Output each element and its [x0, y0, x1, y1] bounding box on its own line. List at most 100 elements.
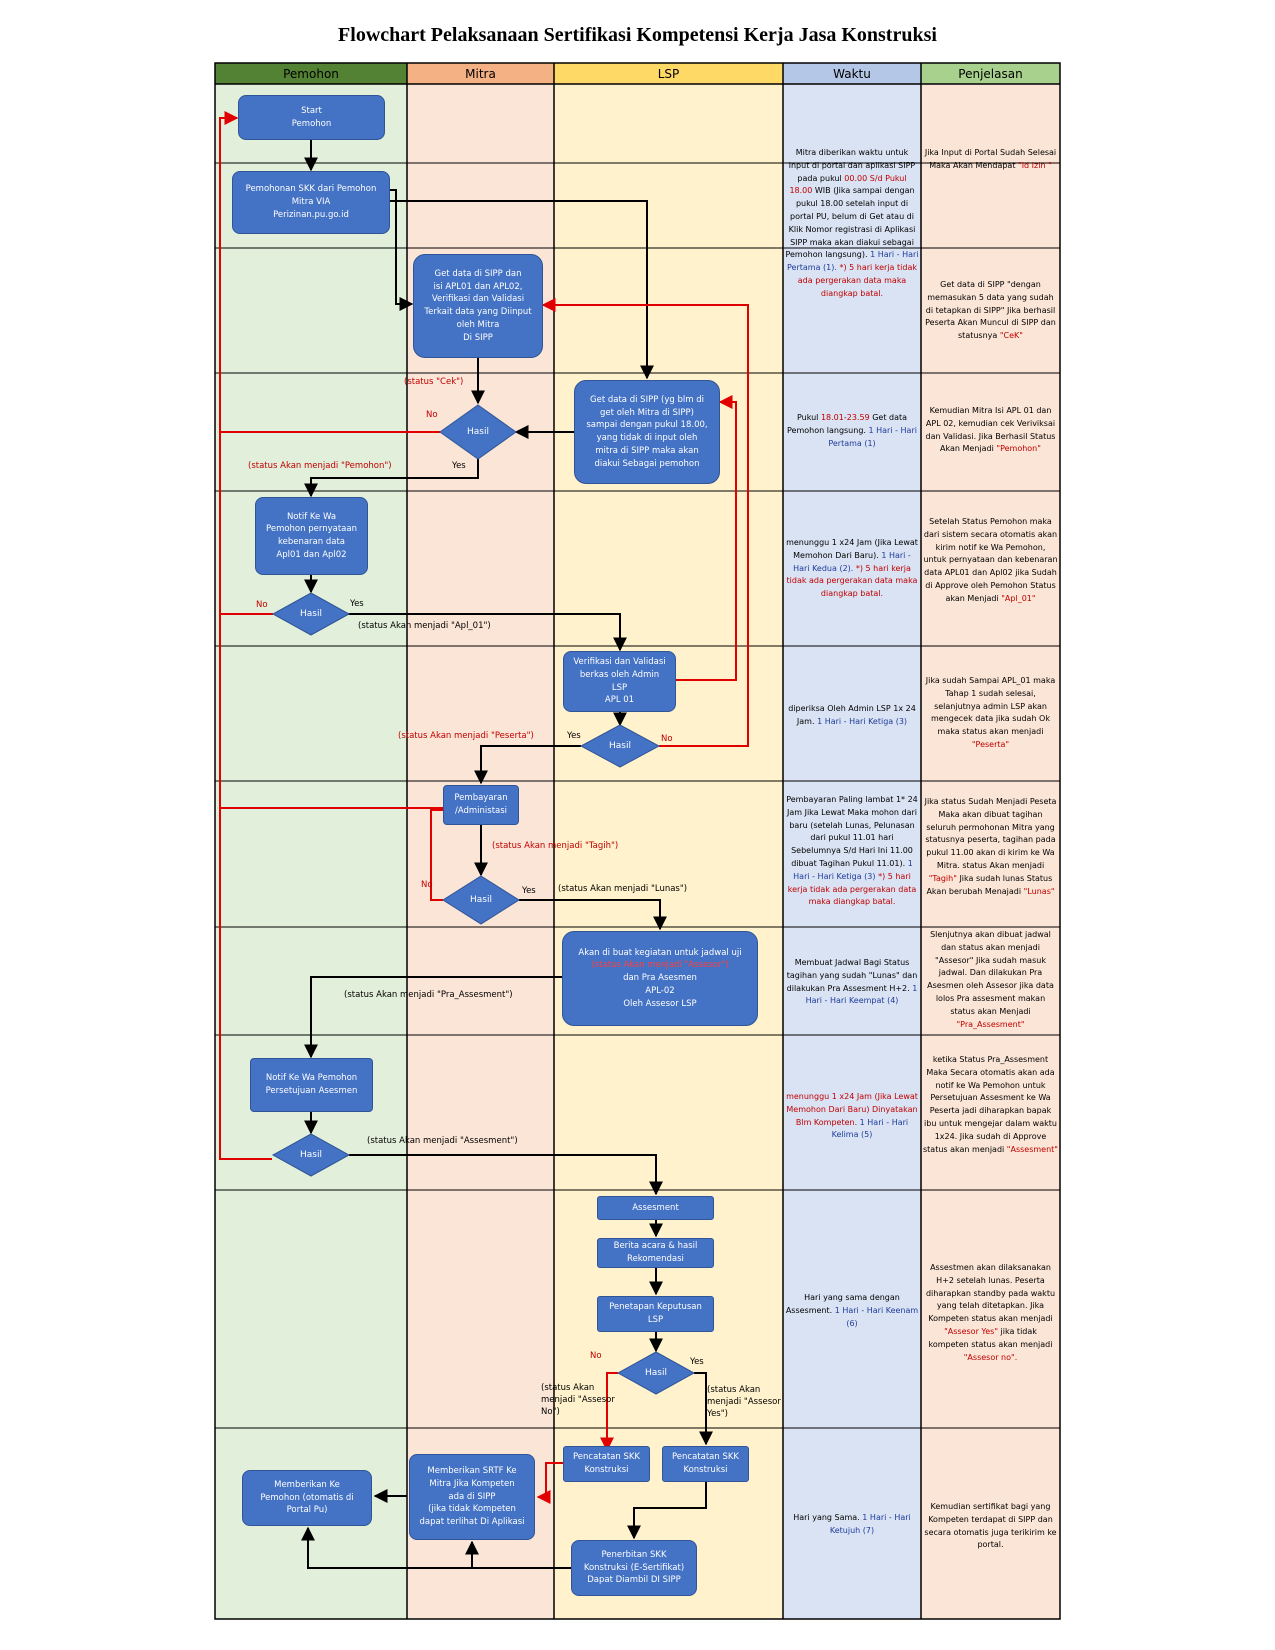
decision-hasil-5-label: Hasil	[300, 1150, 322, 1160]
node-berita-acara[interactable]: Berita acara & hasil Rekomendasi	[597, 1238, 714, 1268]
lane-header-penjelasan: Penjelasan	[958, 66, 1023, 81]
node-notif-wa-2[interactable]: Notif Ke Wa Pemohon Persetujuan Asesmen	[250, 1058, 373, 1112]
decision-hasil-4	[442, 875, 520, 925]
waktu-row-8-segment: Hari yang sama dengan Assesment.	[785, 1293, 900, 1315]
penjelasan-row-2: Get data di SIPP "dengan memasukan 5 dat…	[923, 279, 1058, 343]
decision-hasil-4-label: Hasil	[470, 895, 492, 905]
arrow-pencatatan2-to-penerbitan	[627, 1482, 707, 1540]
arrow-hasil5-to-assesment	[349, 1154, 663, 1196]
lane-waktu-header	[783, 63, 921, 84]
node-permohonan-skk[interactable]: Pemohonan SKK dari Pemohon Mitra VIA Per…	[232, 171, 390, 234]
jadwal-uji-status: (status Akan menjadi "Assesor")	[591, 960, 729, 971]
decision-hasil-2	[271, 592, 351, 636]
decision-hasil-3	[579, 724, 661, 768]
waktu-row-2: Pukul 18.01-23.59 Get data Pemohon langs…	[785, 412, 919, 450]
node-penetapan[interactable]: Penetapan Keputusan LSP	[597, 1296, 714, 1332]
arrow-jadwal-to-notif2	[304, 976, 562, 1059]
arrow-penerbitan-to-pemohon	[301, 1526, 571, 1569]
node-pembayaran[interactable]: Pembayaran /Administasi	[443, 785, 519, 825]
waktu-row-9-segment: Hari yang Sama.	[793, 1513, 863, 1522]
penjelasan-row-9-segment: jika tidak kompeten status akan menjadi	[928, 1326, 1053, 1349]
lane-header-pemohon: Pemohon	[283, 66, 339, 81]
arrow-hasil3-to-pembayaran	[474, 745, 581, 785]
label-no-2: No	[256, 600, 268, 610]
waktu-row-8: Hari yang sama dengan Assesment. 1 Hari …	[785, 1292, 919, 1330]
lane-lsp-header	[554, 63, 783, 84]
label-status-assesor-yes: (status Akan menjadi "Assesor Yes")	[707, 1385, 781, 1419]
lane-header-waktu: Waktu	[833, 66, 871, 81]
red-connectors	[219, 111, 749, 1504]
loop-hasil3-no	[541, 298, 749, 747]
waktu-row-4: diperiksa Oleh Admin LSP 1x 24 Jam. 1 Ha…	[785, 703, 919, 729]
penjelasan-row-3-segment: "Pemohon"	[996, 444, 1041, 454]
waktu-row-1-segment: 1 Hari - Hari Pertama (1).	[787, 250, 919, 273]
arrow-hasil2-to-verifikasi	[348, 613, 627, 652]
node-get-data-mitra[interactable]: Get data di SIPP dan isi APL01 dan APL02…	[413, 254, 543, 358]
penjelasan-row-6-segment: Jika sudah lunas Status Akan berubah Men…	[926, 873, 1053, 896]
node-get-data-lsp[interactable]: Get data di SIPP (yg blm di get oleh Mit…	[574, 380, 720, 484]
penjelasan-row-9: Assestmen akan dilaksanakan H+2 setelah …	[923, 1262, 1058, 1364]
node-notif-wa-1[interactable]: Notif Ke Wa Pemohon pernyataan kebenaran…	[255, 497, 368, 575]
penjelasan-row-7-segment: "Pra_Assesment"	[956, 1019, 1025, 1029]
decision-hasil-2-label: Hasil	[300, 609, 322, 619]
label-status-assesment: (status Akan menjadi "Assesment")	[367, 1136, 518, 1146]
lane-penjelasan-body	[921, 84, 1060, 1619]
waktu-row-2-segment: 1 Hari - Hari Pertama (1)	[828, 425, 917, 448]
node-jadwal-uji[interactable]: Akan di buat kegiatan untuk jadwal uji (…	[562, 931, 758, 1026]
jadwal-uji-text-2: dan Pra Asesmen APL-02 Oleh Assesor LSP	[623, 973, 697, 1009]
label-yes-2: Yes	[350, 599, 364, 609]
waktu-row-1-segment: WIB (Jika sampai dengan pukul 18.00 sete…	[785, 186, 916, 260]
waktu-row-7-segment: menunggu 1 x24 Jam (Jika Lewat Memohon D…	[786, 1092, 918, 1127]
lane-header-mitra: Mitra	[465, 66, 496, 81]
loop-hasil4-no-to-pembayaran	[430, 809, 443, 901]
waktu-row-1-segment: 00.00 S/d Pukul 18.00	[789, 173, 907, 196]
jadwal-uji-text-1: Akan di buat kegiatan untuk jadwal uji	[578, 947, 742, 958]
loop-main-back-to-start	[219, 111, 272, 1160]
decision-hasil-6	[616, 1351, 696, 1395]
node-memberikan-srtf[interactable]: Memberikan SRTF Ke Mitra Jika Kompeten a…	[409, 1454, 535, 1540]
penjelasan-row-7-segment: Slenjutnya akan dibuat jadwal dan status…	[927, 930, 1054, 1016]
decision-shapes	[271, 404, 696, 1395]
waktu-row-6-segment: 1 Hari - Hari Keempat (4)	[805, 983, 918, 1006]
waktu-row-5-segment: *) 5 hari kerja tidak ada pergerakan dat…	[787, 871, 917, 907]
penjelasan-row-5: Jika sudah Sampai APL_01 maka Tahap 1 su…	[923, 675, 1058, 752]
label-status-pra-assesment: (status Akan menjadi "Pra_Assesment")	[344, 990, 513, 1000]
node-verifikasi-lsp[interactable]: Verifikasi dan Validasi berkas oleh Admi…	[563, 651, 676, 712]
decision-hasil-3-label: Hasil	[609, 741, 631, 751]
lane-header-lsp: LSP	[657, 66, 680, 81]
label-yes-1: Yes	[452, 461, 466, 471]
node-pencatatan-skk-2[interactable]: Pencatatan SKK Konstruksi	[662, 1446, 749, 1482]
arrow-pencatatan1-to-srtf	[536, 1462, 563, 1504]
label-no-6: No	[590, 1351, 602, 1361]
penjelasan-row-10-segment: Kemudian sertifikat bagi yang Kompeten t…	[924, 1502, 1057, 1550]
waktu-row-4-segment: 1 Hari - Hari Ketiga (3)	[817, 716, 908, 726]
penjelasan-row-5-segment: Jika sudah Sampai APL_01 maka Tahap 1 su…	[925, 676, 1056, 737]
decision-hasil-5	[271, 1133, 351, 1177]
waktu-row-1-segment: Mitra diberikan waktu untuk input di por…	[788, 148, 916, 183]
node-start-pemohon[interactable]: Start Pemohon	[238, 95, 385, 140]
arrow-hasil4-to-jadwal	[519, 899, 667, 931]
decision-hasil-1	[439, 404, 517, 460]
waktu-row-3-segment: 1 Hari - Hari Kedua (2).	[793, 550, 911, 573]
decision-hasil-1-label: Hasil	[467, 427, 489, 437]
page-title: Flowchart Pelaksanaan Sertifikasi Kompet…	[338, 24, 937, 46]
label-no-4: No	[421, 880, 433, 890]
penjelasan-row-8: ketika Status Pra_Assesment Maka Secara …	[923, 1054, 1058, 1156]
lane-pemohon-header	[215, 63, 407, 84]
penjelasan-row-9-segment: Assestmen akan dilaksanakan H+2 setelah …	[925, 1263, 1056, 1324]
node-assesment[interactable]: Assesment	[597, 1196, 714, 1220]
waktu-row-1: Mitra diberikan waktu untuk input di por…	[785, 147, 919, 301]
arrow-hasil6-no-to-pencatatan1	[600, 1372, 618, 1452]
node-pencatatan-skk-1[interactable]: Pencatatan SKK Konstruksi	[563, 1446, 650, 1482]
waktu-row-9-segment: 1 Hari - Hari Ketujuh (7)	[829, 1513, 911, 1535]
waktu-row-5-segment: 1 Hari - Hari Ketiga (3)	[793, 858, 913, 881]
penjelasan-row-5-segment: "Peserta"	[971, 739, 1010, 749]
node-penerbitan[interactable]: Penerbitan SKK Konstruksi (E-Sertifikat)…	[571, 1540, 697, 1596]
penjelasan-row-3-segment: Kemudian Mitra Isi APL 01 dan APL 02, ke…	[925, 406, 1056, 454]
label-yes-3: Yes	[567, 731, 581, 741]
node-memberikan-pemohon[interactable]: Memberikan Ke Pemohon (otomatis di Porta…	[242, 1470, 372, 1526]
waktu-row-6-segment: Membuat Jadwal Bagi Status tagihan yang …	[786, 958, 918, 993]
grid-border	[214, 62, 1061, 1620]
label-status-pemohon: (status Akan menjadi "Pemohon")	[248, 461, 392, 471]
